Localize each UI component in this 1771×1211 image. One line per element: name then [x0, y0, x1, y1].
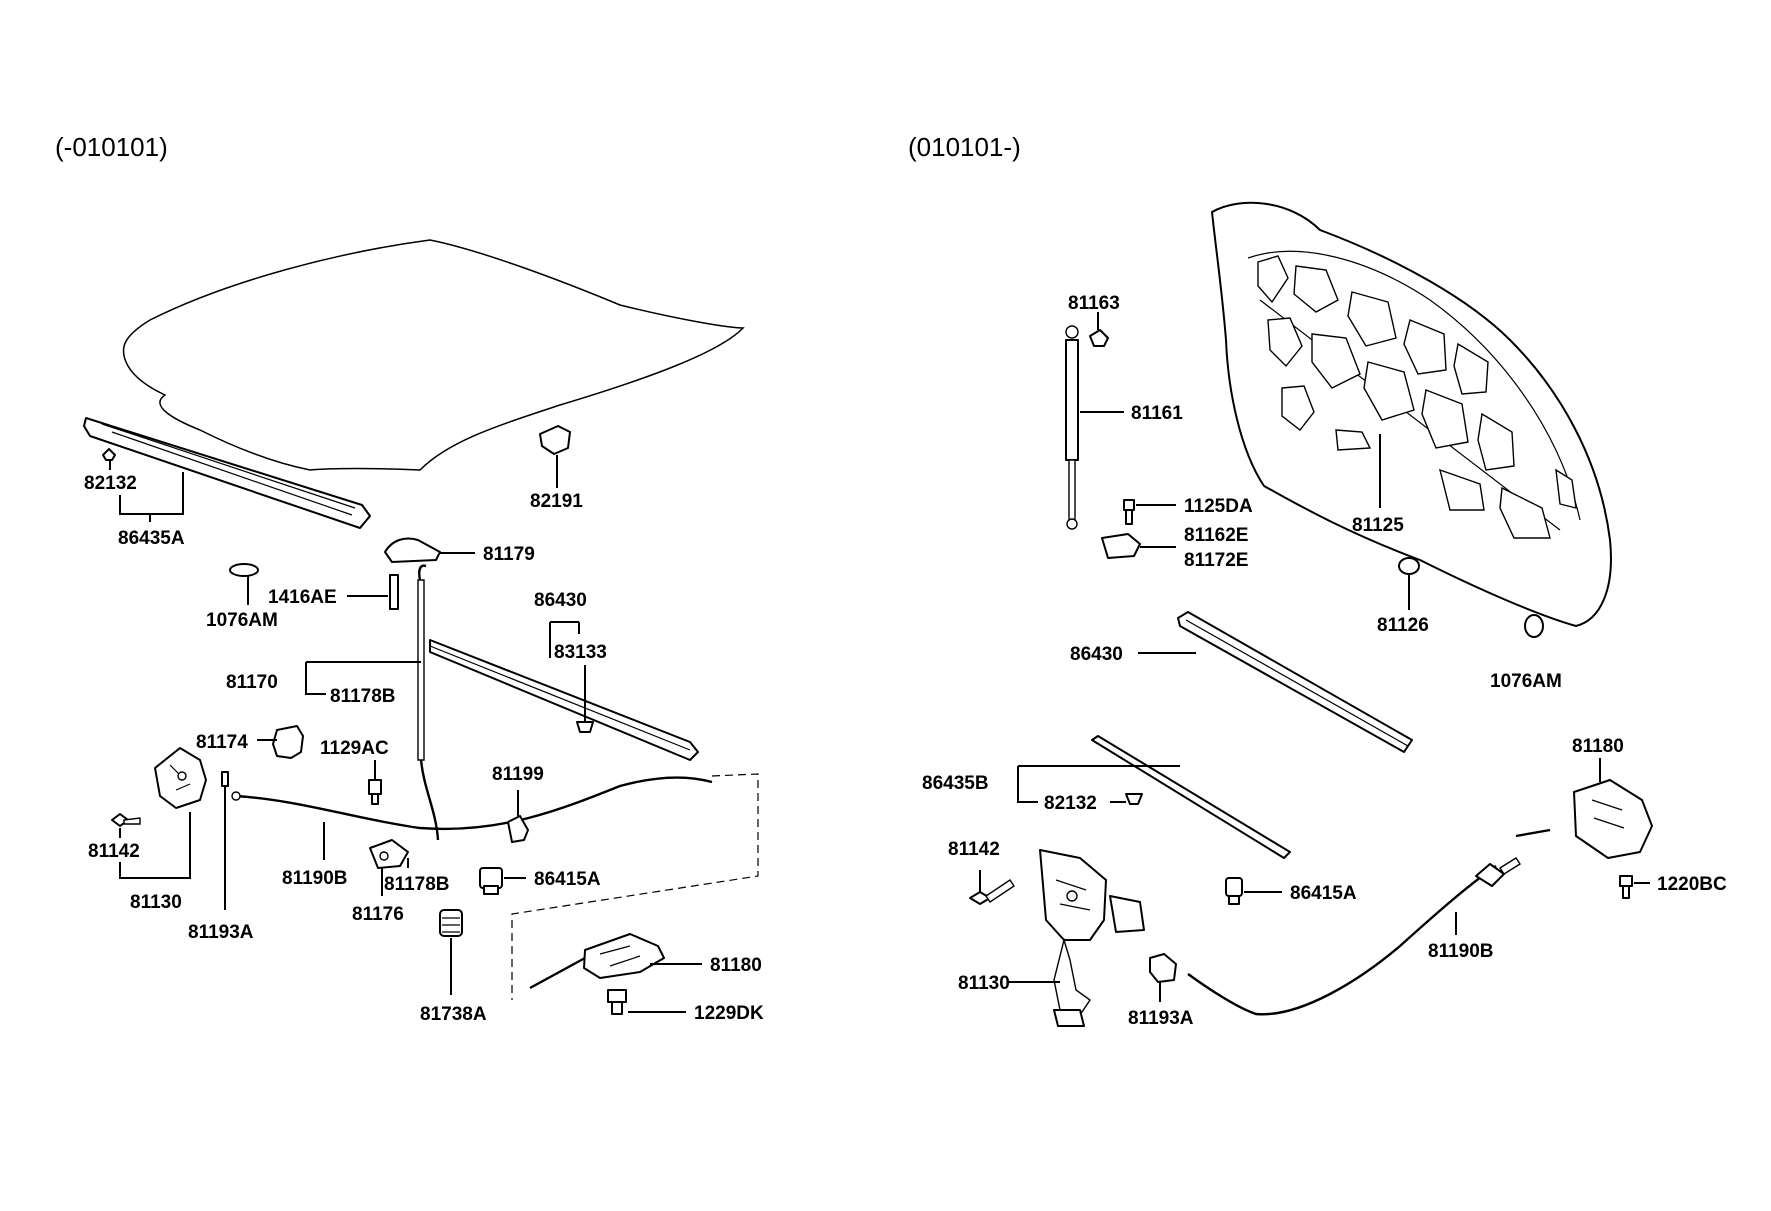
label-1229dk: 1229DK [694, 1003, 764, 1024]
label-81142: 81142 [88, 841, 140, 862]
section-label-right: (010101-) [908, 132, 1021, 162]
release-cable-81190b-right [1187, 857, 1521, 1016]
label-1125da: 1125DA [1184, 496, 1253, 517]
label-86430-right: 86430 [1070, 644, 1123, 665]
hood-latch-81130 [154, 747, 207, 809]
clip-81193a-right [1149, 953, 1177, 983]
grommet-1076am-right [1524, 614, 1544, 638]
seal-86435b [1091, 735, 1291, 859]
label-81176: 81176 [352, 904, 404, 925]
label-1129ac: 1129AC [320, 738, 389, 759]
support-bar-86430 [429, 639, 699, 761]
bolt-81163 [1089, 329, 1109, 347]
hood-latch-81130-new [1039, 849, 1145, 1027]
clip-82132-right [1125, 793, 1143, 805]
right-assembly: 81125 81161 81163 1125DA 81162E 81172E 8… [922, 201, 1727, 1029]
seal-86430 [1177, 611, 1413, 753]
stopper-86415a-right [1225, 877, 1243, 905]
label-81130: 81130 [130, 892, 182, 913]
clip-81193a [221, 771, 229, 787]
label-1220bc: 1220BC [1657, 874, 1727, 895]
label-1076am-right: 1076AM [1490, 671, 1562, 692]
label-81162e: 81162E [1184, 525, 1248, 546]
label-81161: 81161 [1131, 403, 1183, 424]
label-81126: 81126 [1377, 615, 1429, 636]
hood-panel-81125 [1211, 201, 1612, 627]
bracket-81179 [384, 537, 441, 563]
bumper-82191 [539, 425, 571, 455]
label-81170: 81170 [226, 672, 278, 693]
gas-strut-81161 [1065, 325, 1079, 530]
label-81142-right: 81142 [948, 839, 1000, 860]
label-81178b-bottom: 81178B [384, 874, 450, 895]
clip-83133 [576, 721, 594, 733]
left-assembly: 82132 86435A 82191 81179 1076AM 1416AE 8… [83, 239, 764, 1025]
label-82191: 82191 [530, 491, 583, 512]
label-83133: 83133 [554, 642, 607, 663]
label-81130-right: 81130 [958, 973, 1010, 994]
bolt-81142-right [969, 879, 1015, 905]
callout-box [511, 773, 759, 1000]
grommet-81126 [1398, 557, 1420, 575]
label-1416ae: 1416AE [268, 587, 337, 608]
label-1076am: 1076AM [206, 610, 278, 631]
hood-panel-outline [122, 239, 745, 471]
label-82132-right: 82132 [1044, 793, 1097, 814]
label-81180-right: 81180 [1572, 736, 1624, 757]
label-81190b: 81190B [282, 868, 348, 889]
label-81178b-top: 81178B [330, 686, 396, 707]
label-81163: 81163 [1068, 293, 1120, 314]
label-81180-left: 81180 [710, 955, 762, 976]
bolt-81142 [111, 813, 141, 827]
label-81179: 81179 [483, 544, 535, 565]
hood-inner-cells [1257, 255, 1577, 539]
hood-prop-rod-81170 [417, 564, 440, 841]
bolt-1229dk [607, 989, 627, 1015]
section-label-left: (-010101) [55, 132, 168, 162]
label-81190b-right: 81190B [1428, 941, 1494, 962]
bolt-1129ac [368, 779, 382, 805]
label-81193a-right: 81193A [1128, 1008, 1194, 1029]
label-81172e: 81172E [1184, 550, 1248, 571]
holder-81176 [369, 839, 409, 869]
stopper-86415a [479, 867, 503, 895]
label-81738a: 81738A [420, 1004, 487, 1025]
clip-81174 [272, 725, 304, 759]
label-86415a-right: 86415A [1290, 883, 1357, 904]
release-handle-81180-old [529, 933, 665, 990]
label-81199: 81199 [492, 764, 544, 785]
clip-1416ae [389, 574, 399, 610]
bolt-1125da [1123, 499, 1135, 525]
label-81174: 81174 [196, 732, 248, 753]
label-86430: 86430 [534, 590, 587, 611]
label-86415a: 86415A [534, 869, 601, 890]
label-86435a: 86435A [118, 528, 185, 549]
label-82132: 82132 [84, 473, 137, 494]
spring-81738a [439, 909, 463, 937]
weatherstrip-86435a [83, 417, 371, 529]
release-cable-81190b [231, 776, 713, 831]
label-86435b: 86435B [922, 773, 989, 794]
bracket-81162e [1101, 533, 1141, 559]
clamp-81199 [507, 815, 529, 843]
label-81193a: 81193A [188, 922, 254, 943]
grommet-1076am [229, 563, 259, 577]
release-handle-81180-new [1515, 779, 1653, 859]
clip-82132 [102, 448, 116, 461]
bolt-1220bc [1619, 875, 1633, 899]
label-81125: 81125 [1352, 515, 1404, 536]
